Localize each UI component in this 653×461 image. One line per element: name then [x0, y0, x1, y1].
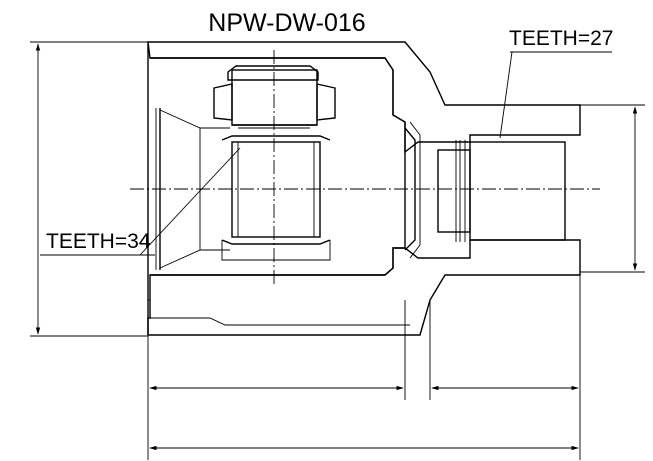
inner-teeth-leader — [139, 147, 241, 256]
housing-body — [147, 41, 581, 336]
part-number-title: NPW-DW-016 — [208, 9, 365, 37]
outer-teeth-label: TEETH=27 — [509, 27, 613, 50]
inner-teeth-label: TEETH=34 — [46, 230, 151, 253]
tripod-spider-hub — [221, 135, 331, 261]
dimension-lines — [35, 43, 638, 451]
extension-lines — [30, 41, 645, 460]
housing-bottom-rim — [148, 317, 410, 326]
inner-bore — [150, 57, 406, 276]
output-shaft-spline — [404, 121, 566, 259]
tripod-bearing-top — [213, 65, 336, 129]
housing-lower-wall-hatch — [147, 239, 581, 336]
outer-teeth-leader — [499, 51, 513, 139]
